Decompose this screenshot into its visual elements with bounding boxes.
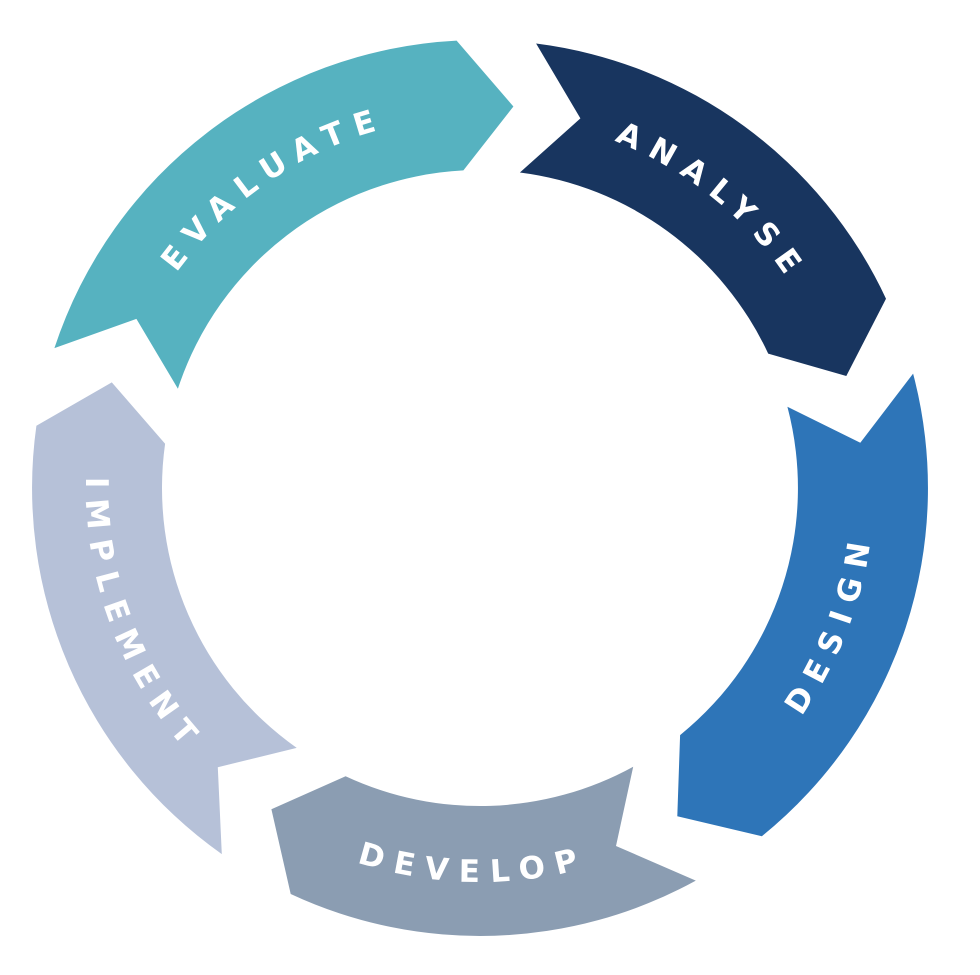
segment-design: DESIGN bbox=[677, 373, 928, 837]
segment-evaluate: EVALUATE bbox=[54, 40, 514, 389]
implement-arrow bbox=[32, 382, 297, 855]
analyse-arrow bbox=[519, 43, 886, 376]
segment-implement: IMPLEMENT bbox=[32, 382, 297, 855]
design-arrow bbox=[677, 373, 928, 837]
segment-analyse: ANALYSE bbox=[519, 43, 886, 376]
evaluate-arrow bbox=[54, 40, 514, 389]
develop-arrow bbox=[271, 766, 696, 936]
segment-develop: DEVELOP bbox=[271, 766, 696, 936]
